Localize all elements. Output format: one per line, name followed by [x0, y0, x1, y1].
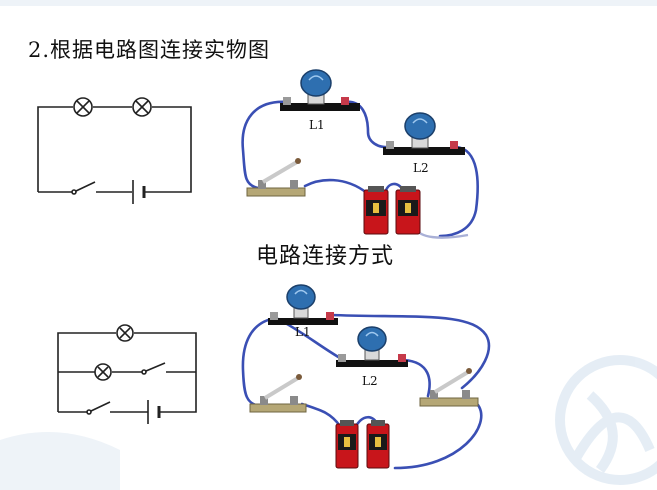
bulb-label-l1: L1: [309, 118, 325, 132]
schematic-lamp-icon: [116, 324, 134, 342]
schematic-switch-icon: [71, 181, 96, 195]
bulb-label-l2: L2: [413, 161, 429, 175]
battery-icon: [363, 186, 389, 235]
page-title: 2.根据电路图连接实物图: [28, 38, 271, 62]
knife-switch-icon: [246, 158, 306, 197]
bulb-icon: [357, 326, 387, 352]
battery-icon: [335, 420, 359, 469]
schematic-battery-icon: [147, 400, 161, 424]
caption-text: 电路连接方式: [256, 244, 395, 269]
bulb-icon: [300, 69, 332, 97]
knife-switch-icon: [419, 368, 479, 407]
bulb-icon: [404, 112, 436, 140]
bulb-l1-top: L1: [280, 69, 360, 132]
schematic-switch-icon: [86, 401, 111, 415]
bulb-l2-bottom: L2: [336, 326, 408, 388]
schematic-lamp-icon: [132, 97, 152, 117]
bulb-l1-bottom: L1: [268, 284, 338, 339]
schematic-battery-icon: [132, 180, 146, 204]
schematic-switch-icon: [141, 362, 166, 375]
bulb-icon: [286, 284, 316, 310]
battery-icon: [366, 420, 390, 469]
schematic-lamp-icon: [73, 97, 93, 117]
knife-switch-icon: [249, 374, 307, 413]
bulb-label-l2: L2: [362, 374, 378, 388]
bulb-label-l1: L1: [295, 325, 311, 339]
schematic-lamp-icon: [94, 363, 112, 381]
battery-icon: [395, 186, 421, 235]
bulb-l2-top: L2: [383, 112, 465, 175]
